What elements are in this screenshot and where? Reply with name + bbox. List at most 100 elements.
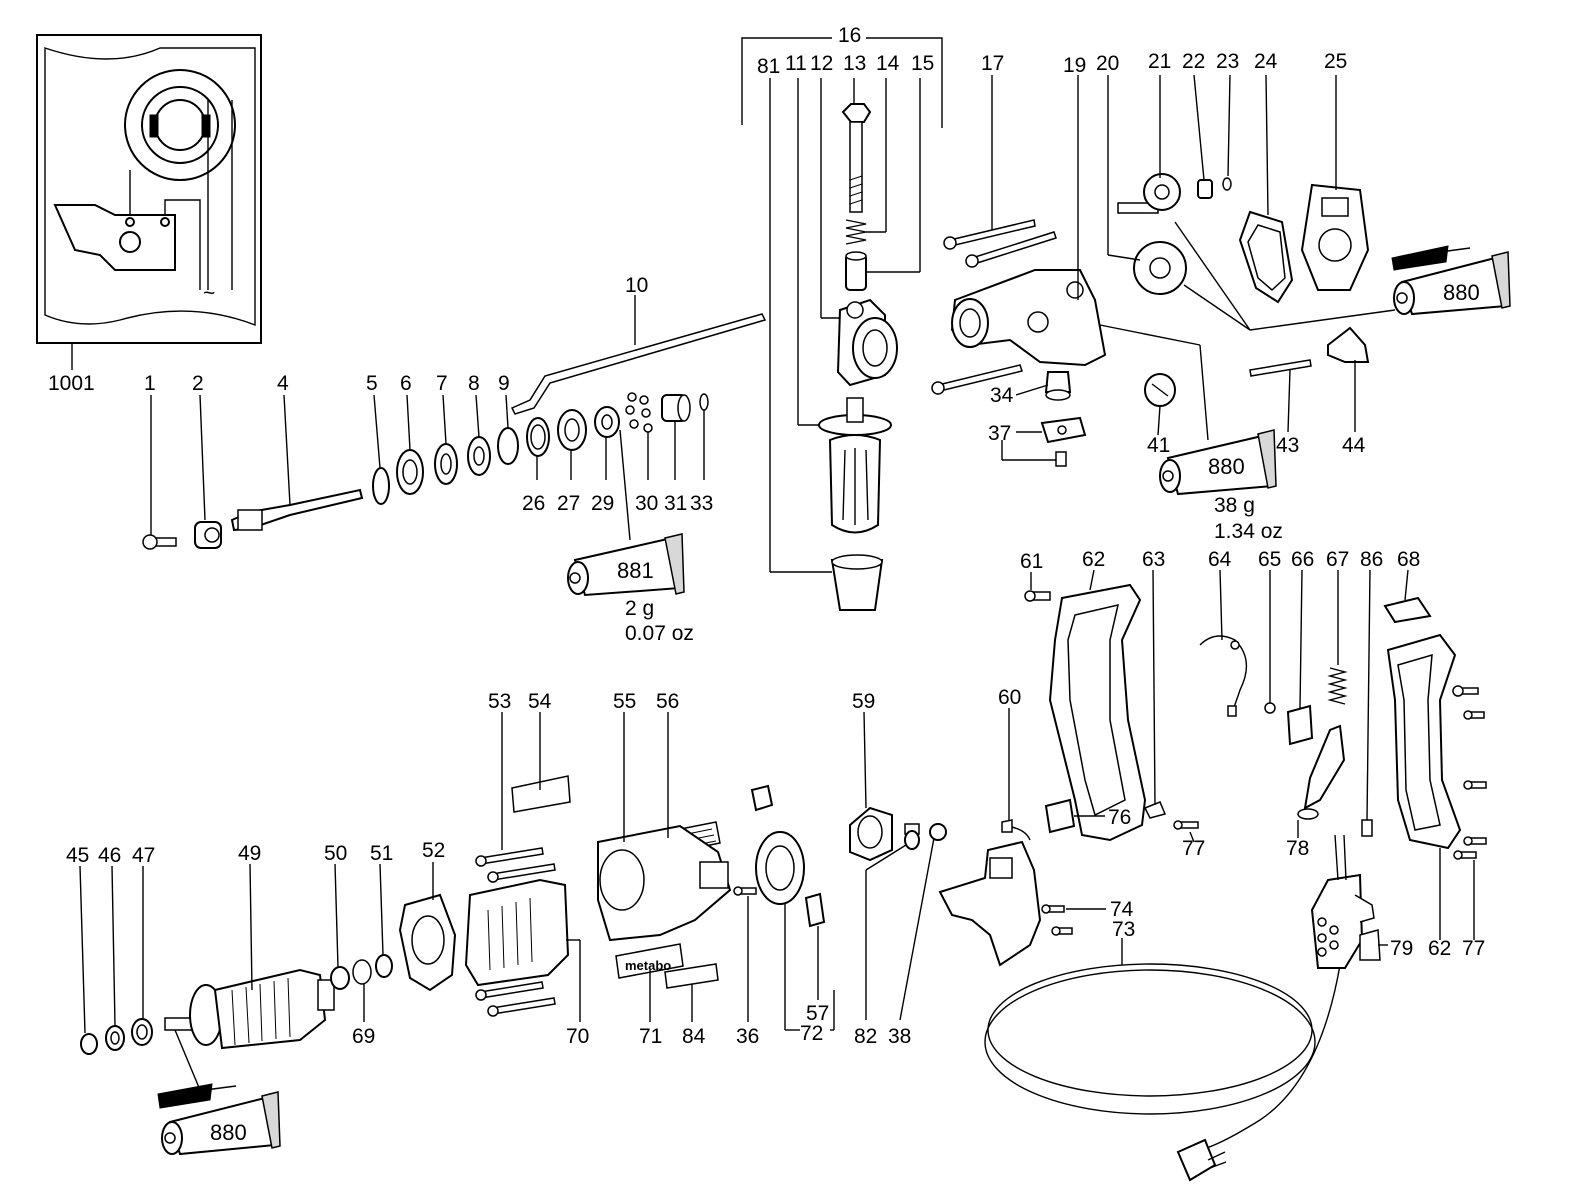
label-56: 56 bbox=[656, 690, 679, 713]
label-47: 47 bbox=[132, 844, 155, 867]
label-62-right: 62 bbox=[1428, 937, 1451, 960]
label-13: 13 bbox=[843, 52, 866, 75]
label-7: 7 bbox=[436, 372, 448, 395]
label-81: 81 bbox=[757, 55, 780, 78]
label-4: 4 bbox=[277, 372, 289, 395]
label-66: 66 bbox=[1291, 548, 1314, 571]
label-69: 69 bbox=[352, 1025, 375, 1048]
label-21: 21 bbox=[1148, 50, 1171, 73]
label-8: 8 bbox=[468, 372, 480, 395]
label-36: 36 bbox=[736, 1025, 759, 1048]
label-53: 53 bbox=[488, 690, 511, 713]
label-2: 2 bbox=[192, 372, 204, 395]
label-30: 30 bbox=[635, 492, 658, 515]
label-11: 11 bbox=[785, 52, 807, 75]
label-71: 71 bbox=[639, 1025, 662, 1048]
label-23: 23 bbox=[1216, 50, 1239, 73]
leader-lines-motor bbox=[79, 711, 935, 1091]
label-57: 57 bbox=[806, 1002, 829, 1025]
label-52: 52 bbox=[422, 839, 445, 862]
label-31: 31 bbox=[664, 492, 687, 515]
label-68: 68 bbox=[1397, 548, 1420, 571]
switch-cable-group bbox=[938, 819, 1381, 1182]
tube-880-mid-weight-oz: 1.34 oz bbox=[1214, 520, 1283, 543]
leader-lines-center bbox=[769, 78, 921, 573]
grease-tube-880-mid: 880 38 g 1.34 oz bbox=[1159, 429, 1283, 543]
label-86: 86 bbox=[1360, 548, 1383, 571]
label-72: 72 bbox=[800, 1022, 823, 1045]
wiring-inset: ~ bbox=[36, 34, 262, 344]
label-77-left: 77 bbox=[1182, 837, 1205, 860]
label-1: 1 bbox=[144, 372, 156, 395]
spindle-assembly bbox=[142, 313, 767, 550]
leader-lines-gear bbox=[991, 74, 1396, 461]
label-51: 51 bbox=[370, 842, 393, 865]
label-38: 38 bbox=[888, 1025, 911, 1048]
label-14: 14 bbox=[876, 52, 900, 75]
label-1001: 1001 bbox=[48, 372, 95, 395]
label-43: 43 bbox=[1276, 434, 1299, 457]
label-82: 82 bbox=[854, 1025, 877, 1048]
label-25: 25 bbox=[1324, 50, 1347, 73]
grease-tube-880-bottom: 880 bbox=[157, 1083, 281, 1156]
label-33: 33 bbox=[690, 492, 713, 515]
label-19: 19 bbox=[1063, 54, 1086, 77]
label-49: 49 bbox=[238, 842, 261, 865]
label-79: 79 bbox=[1390, 937, 1413, 960]
label-62-top: 62 bbox=[1082, 548, 1105, 571]
label-22: 22 bbox=[1182, 50, 1205, 73]
tube-881-weight-oz: 0.07 oz bbox=[625, 622, 694, 645]
label-41: 41 bbox=[1147, 434, 1170, 457]
gear-housing-group bbox=[931, 173, 1370, 467]
label-50: 50 bbox=[324, 842, 347, 865]
label-60: 60 bbox=[998, 686, 1021, 709]
label-45: 45 bbox=[66, 844, 89, 867]
grease-tube-880-top: 880 bbox=[1391, 245, 1511, 316]
label-24: 24 bbox=[1254, 50, 1278, 73]
label-12: 12 bbox=[810, 52, 833, 75]
tube-880-mid-weight-g: 38 g bbox=[1214, 494, 1255, 517]
label-76: 76 bbox=[1108, 806, 1131, 829]
label-78: 78 bbox=[1286, 837, 1309, 860]
grease-tube-881: 881 2 g 0.07 oz bbox=[567, 533, 694, 645]
label-15: 15 bbox=[911, 52, 934, 75]
label-16: 16 bbox=[838, 24, 861, 47]
tube-881-code: 881 bbox=[617, 558, 654, 583]
label-55: 55 bbox=[613, 690, 636, 713]
label-64: 64 bbox=[1208, 548, 1232, 571]
tube-881-weight-g: 2 g bbox=[625, 597, 654, 620]
tube-880-top-code: 880 bbox=[1443, 280, 1480, 305]
ac-symbol: ~ bbox=[203, 282, 215, 305]
metabo-brand-label: metabo bbox=[625, 958, 671, 973]
tube-880-mid-code: 880 bbox=[1208, 454, 1245, 479]
label-73: 73 bbox=[1112, 918, 1135, 941]
label-63: 63 bbox=[1142, 548, 1165, 571]
label-9: 9 bbox=[498, 372, 510, 395]
label-84: 84 bbox=[682, 1025, 706, 1048]
label-61: 61 bbox=[1020, 550, 1043, 573]
label-10: 10 bbox=[625, 274, 648, 297]
motor-group: metabo bbox=[80, 775, 947, 1055]
label-6: 6 bbox=[400, 372, 412, 395]
label-54: 54 bbox=[528, 690, 552, 713]
label-34: 34 bbox=[990, 384, 1014, 407]
leader-lines-handle bbox=[1030, 569, 1475, 940]
label-65: 65 bbox=[1258, 548, 1281, 571]
handle-group bbox=[1024, 583, 1487, 860]
label-17: 17 bbox=[981, 52, 1004, 75]
tube-880-bottom-code: 880 bbox=[210, 1120, 247, 1145]
label-37: 37 bbox=[988, 422, 1011, 445]
label-20: 20 bbox=[1096, 52, 1119, 75]
leader-lines-row1 bbox=[150, 295, 705, 541]
label-46: 46 bbox=[98, 844, 121, 867]
striker-group bbox=[741, 37, 943, 611]
label-5: 5 bbox=[366, 372, 378, 395]
label-77-right: 77 bbox=[1462, 937, 1485, 960]
label-29: 29 bbox=[591, 492, 614, 515]
label-59: 59 bbox=[852, 690, 875, 713]
label-27: 27 bbox=[557, 492, 580, 515]
label-70: 70 bbox=[566, 1025, 589, 1048]
label-67: 67 bbox=[1326, 548, 1349, 571]
label-26: 26 bbox=[522, 492, 545, 515]
